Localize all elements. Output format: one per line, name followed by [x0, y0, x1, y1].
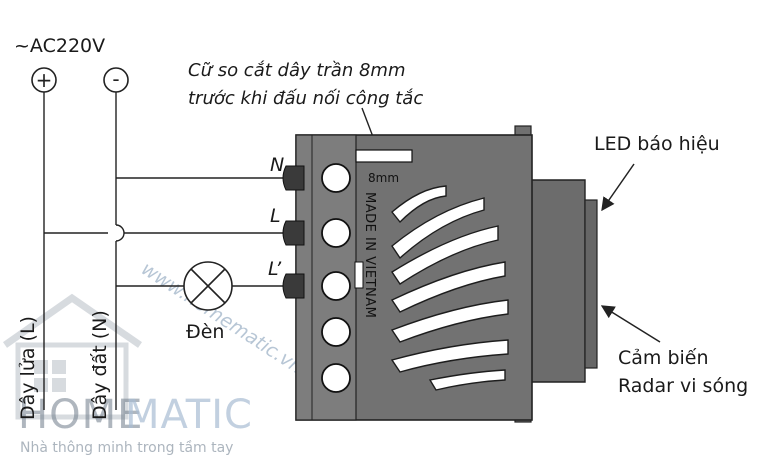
minus-sign: -	[112, 67, 119, 91]
switch-device: 8mm MADE IN VIETNAM	[282, 125, 598, 423]
wires	[43, 92, 288, 410]
brand-tagline: Nhà thông minh trong tầm tay	[20, 440, 233, 456]
screw-terminal-lp-icon	[282, 271, 351, 301]
led-arrow	[601, 163, 635, 212]
made-in-vietnam: MADE IN VIETNAM	[362, 192, 377, 318]
vent-slots	[390, 185, 509, 391]
screw-terminal-n-icon	[282, 163, 351, 193]
watermark: HOME MATIC Nhà thông minh trong tầm tay …	[2, 258, 307, 456]
plus-sign: +	[36, 68, 53, 92]
strip-note-line2: trước khi đấu nối công tắc	[188, 88, 423, 109]
radar-arrow	[600, 305, 661, 343]
strip-gauge-label: 8mm	[368, 171, 399, 185]
radar-callout-line2: Radar vi sóng	[618, 375, 748, 397]
radar-callout-line1: Cảm biến	[618, 347, 709, 369]
lamp-label: Đèn	[186, 321, 224, 343]
minus-terminal-icon: -	[103, 67, 129, 93]
terminal-label-lp: L’	[268, 258, 282, 280]
strip-gauge	[355, 149, 413, 163]
strip-note-line1: Cữ so cắt dây trần 8mm	[188, 60, 406, 81]
terminal-label-n: N	[270, 154, 284, 176]
supply-label: ~AC220V	[14, 35, 105, 57]
led-callout-label: LED báo hiệu	[594, 133, 720, 155]
empty-terminal-1	[321, 317, 351, 347]
brand-home: HOME	[18, 392, 143, 438]
brand-matic: MATIC	[125, 392, 253, 438]
plus-terminal-icon: +	[31, 67, 57, 93]
screw-terminal-l-icon	[282, 218, 351, 248]
live-wire-label: Dây lửa (L)	[17, 316, 39, 420]
neutral-wire-label: Dây đất (N)	[89, 310, 111, 420]
house-logo-icon	[2, 293, 142, 420]
empty-terminal-2	[321, 363, 351, 393]
terminal-label-l: L	[270, 205, 281, 227]
lamp-icon	[183, 261, 233, 311]
